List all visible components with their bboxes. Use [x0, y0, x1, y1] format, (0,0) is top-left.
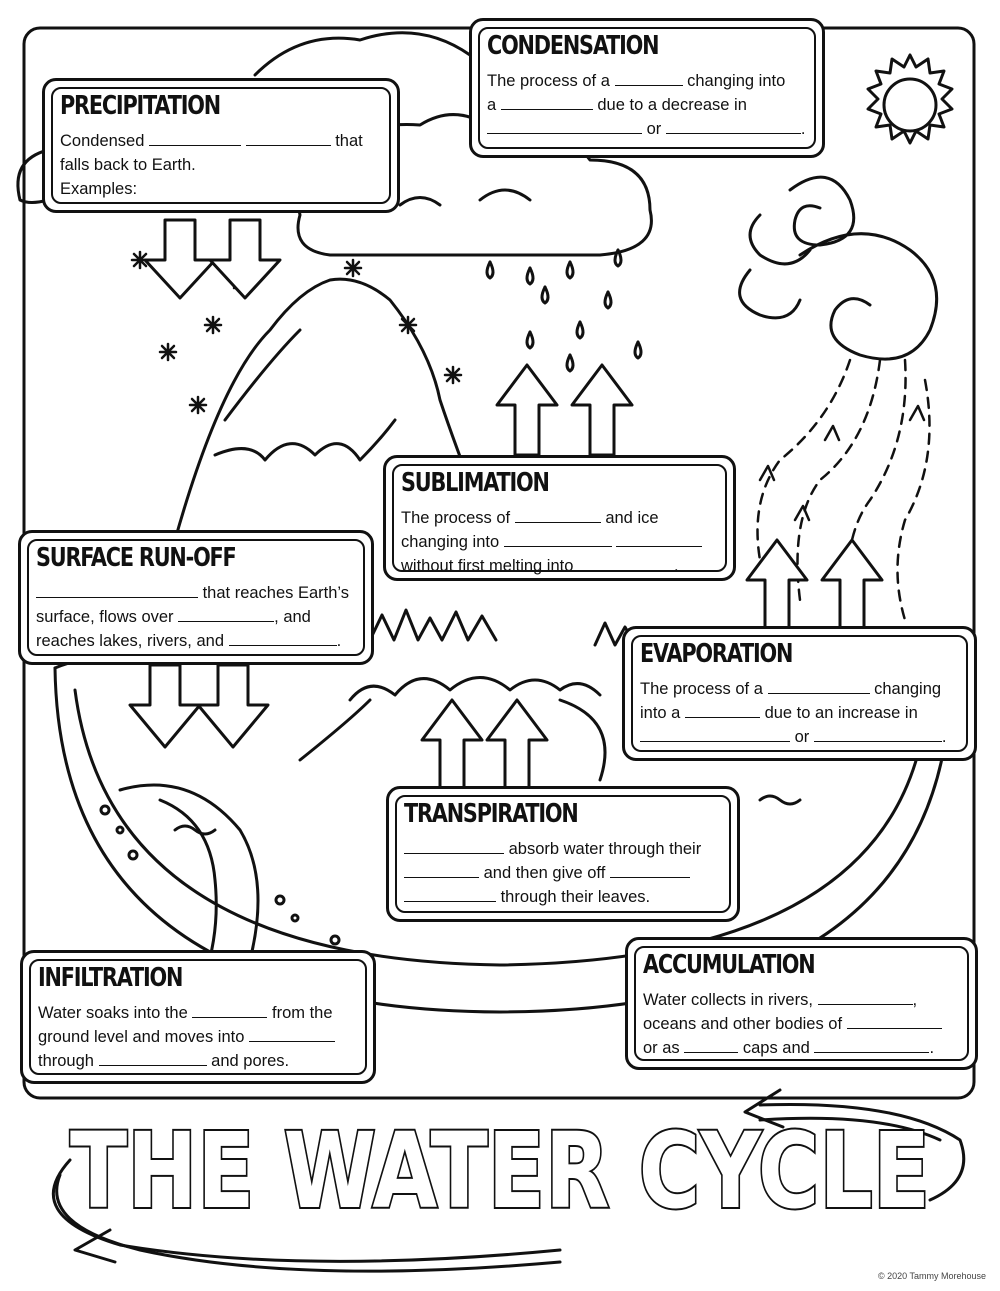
blank-field[interactable]	[814, 1037, 930, 1053]
infiltration-title: INFILTRATION	[38, 963, 183, 993]
blank-field[interactable]	[767, 678, 870, 694]
transpiration-arrows	[420, 698, 549, 792]
mountain-snowcap	[213, 418, 397, 462]
blank-field[interactable]	[514, 507, 601, 523]
blank-field[interactable]	[500, 94, 593, 110]
sublimation-card: SUBLIMATION The process of and ice chang…	[383, 455, 736, 581]
blank-field[interactable]	[404, 862, 479, 878]
blank-field[interactable]	[684, 1037, 739, 1053]
blank-field[interactable]	[36, 582, 198, 598]
blank-field[interactable]	[846, 1013, 942, 1029]
blank-field[interactable]	[503, 531, 612, 547]
blank-field[interactable]	[614, 70, 683, 86]
banner-title-text: THE WATER CYCLE	[70, 1112, 930, 1232]
waves	[758, 794, 802, 806]
condensation-text: The process of a changing into a due to …	[487, 70, 806, 138]
blank-field[interactable]	[404, 886, 496, 902]
mountain	[173, 277, 502, 562]
blank-field[interactable]	[813, 726, 942, 742]
accumulation-text: Water collects in rivers, , oceans and o…	[643, 988, 963, 1060]
copyright-credit: © 2020 Tammy Morehouse	[877, 1271, 986, 1281]
condensation-card: CONDENSATION The process of a changing i…	[469, 18, 825, 158]
transpiration-title: TRANSPIRATION	[404, 799, 579, 829]
transpiration-text: absorb water through their and then give…	[404, 837, 725, 909]
evaporation-title: EVAPORATION	[640, 639, 793, 669]
evaporation-card: EVAPORATION The process of a changing in…	[622, 626, 977, 761]
blank-field[interactable]	[487, 118, 642, 134]
blank-field[interactable]	[98, 1050, 207, 1066]
surface-runoff-card: SURFACE RUN-OFF that reaches Earth’s sur…	[18, 530, 374, 665]
blank-field[interactable]	[149, 130, 241, 146]
blank-field[interactable]	[640, 726, 790, 742]
banner-arrow-left	[73, 1228, 117, 1264]
precipitation-title: PRECIPITATION	[60, 91, 221, 121]
precipitation-card: PRECIPITATION Condensed that falls back …	[42, 78, 400, 213]
banner-arrow-right	[758, 1102, 966, 1202]
surface-runoff-title: SURFACE RUN-OFF	[36, 543, 237, 573]
blank-field[interactable]	[684, 702, 760, 718]
blank-field[interactable]	[609, 862, 690, 878]
rain-drops	[485, 248, 643, 373]
accumulation-card: ACCUMULATION Water collects in rivers, ,…	[625, 937, 978, 1070]
blank-field[interactable]	[228, 630, 337, 646]
infiltration-text: Water soaks into the from the ground lev…	[38, 1001, 361, 1073]
evaporation-text: The process of a changing into a due to …	[640, 678, 947, 746]
sublimation-arrows	[495, 363, 634, 457]
sublimation-text: The process of and ice changing into wit…	[401, 506, 721, 578]
blank-field[interactable]	[178, 606, 275, 622]
condensation-title: CONDENSATION	[487, 31, 660, 61]
transpiration-card: TRANSPIRATION absorb water through their…	[386, 786, 740, 922]
blank-field[interactable]	[245, 130, 331, 146]
precipitation-text: Condensed that falls back to Earth. Exam…	[60, 130, 363, 198]
banner-swoosh	[51, 1158, 562, 1263]
runoff-arrows	[128, 663, 270, 749]
surface-runoff-text: that reaches Earth’s surface, flows over…	[36, 582, 350, 650]
infiltration-card: INFILTRATION Water soaks into the from t…	[20, 950, 376, 1084]
evaporation-arrows	[745, 538, 884, 632]
sun-icon	[866, 53, 954, 145]
sublimation-title: SUBLIMATION	[401, 468, 550, 498]
banner-title: THE WATER CYCLE	[68, 1112, 932, 1232]
swirl-cloud	[738, 175, 939, 361]
blank-field[interactable]	[817, 989, 913, 1005]
earth-bowl	[53, 666, 952, 1014]
river	[118, 783, 260, 962]
blank-field[interactable]	[404, 838, 504, 854]
earth-bowl-inner	[73, 688, 927, 967]
blank-field[interactable]	[616, 531, 703, 547]
blank-field[interactable]	[665, 118, 801, 134]
precipitation-arrows	[143, 218, 282, 300]
accumulation-title: ACCUMULATION	[643, 950, 816, 980]
blank-field[interactable]	[248, 1026, 335, 1042]
blank-field[interactable]	[192, 1002, 268, 1018]
blank-field[interactable]	[578, 555, 674, 571]
trees	[368, 608, 498, 642]
